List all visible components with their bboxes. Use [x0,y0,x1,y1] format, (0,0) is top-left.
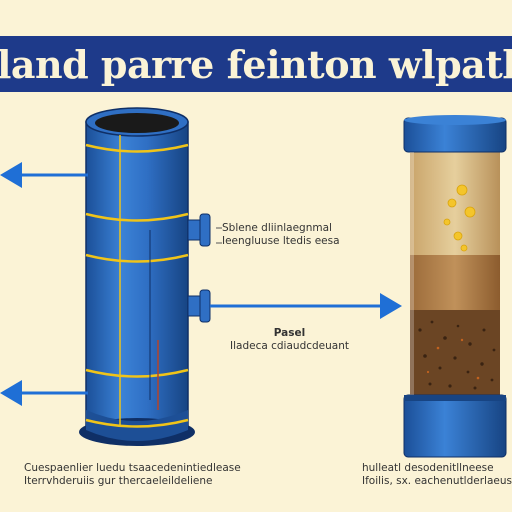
flow-label: Pasel Iladeca cdiaudcdeuant [230,327,349,353]
tube-caption-line-2: Ifoilis, sx. eachenutlderlaeus [362,475,512,487]
flow-arrows [0,162,402,406]
valve-label-line-2: Ieengluuse ltedis eesa [222,235,340,247]
valve-label-line-1: Sblene dliinlaegnmal [222,222,332,234]
title-banner: pleland parre feinton wlpatl de [0,36,512,92]
diagram-title: pleland parre feinton wlpatl de [0,41,512,87]
valve-label: Sblene dliinlaegnmal Ieengluuse ltedis e… [222,222,340,248]
soil-speckles [418,320,496,390]
pipe-caption-line-2: Iterrvhderuiis gur thercaeleildeliene [24,475,213,487]
tube-caption: hulleatl desodenitllneese Ifoilis, sx. e… [362,462,512,488]
flow-label-heading: Pasel [273,327,306,339]
bubbles [443,184,476,252]
flow-label-line: Iladeca cdiaudcdeuant [230,340,349,352]
pipe-column [79,107,211,446]
tube-caption-line-1: hulleatl desodenitllneese [362,462,494,474]
pipe-bands [85,143,189,428]
pipe-caption-line-1: Cuespaenlier luedu tsaacedenintiedlease [24,462,241,474]
pipe-caption: Cuespaenlier luedu tsaacedenintiedlease … [24,462,241,488]
filter-tube [403,115,507,458]
